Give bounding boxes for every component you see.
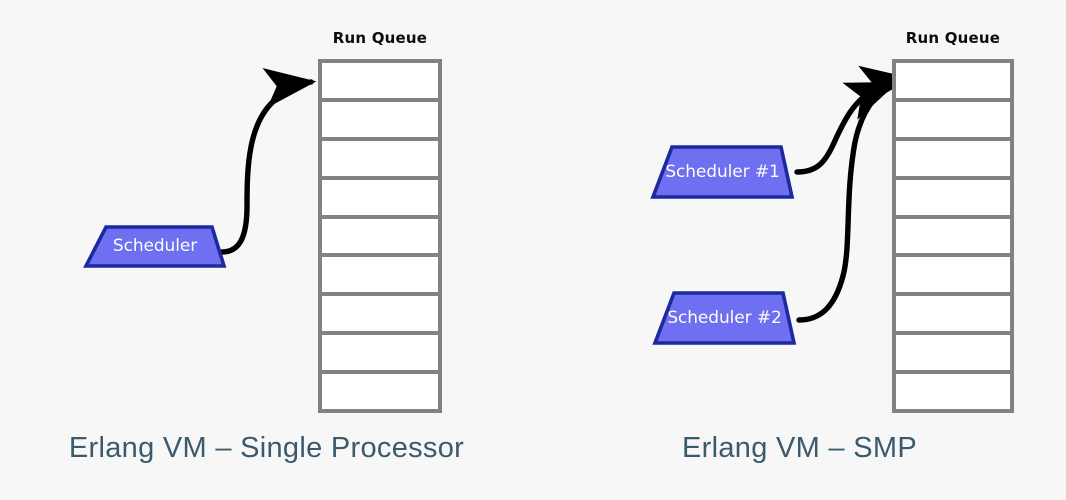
run-queue-cell xyxy=(322,63,438,98)
scheduler-node-2[interactable]: Scheduler #2 xyxy=(652,291,797,345)
run-queue-cell xyxy=(896,179,1010,215)
scheduler-label: Scheduler #1 xyxy=(665,161,780,182)
arrow-scheduler-2-to-queue xyxy=(796,81,899,323)
trapezoid-shape xyxy=(83,225,227,268)
run-queue-cell xyxy=(896,218,1010,254)
run-queue-cell xyxy=(322,257,438,293)
caption-smp: Erlang VM – SMP xyxy=(682,432,917,464)
run-queue-cell xyxy=(896,140,1010,176)
run-queue-cell xyxy=(896,63,1010,98)
scheduler-label: Scheduler xyxy=(112,236,198,256)
run-queue-cell xyxy=(322,179,438,215)
run-queue-cell xyxy=(896,257,1010,293)
run-queue-cell xyxy=(322,140,438,176)
run-queue-title: Run Queue xyxy=(905,29,1001,47)
run-queue-cell xyxy=(896,101,1010,137)
run-queue-cell xyxy=(896,296,1010,332)
run-queue-cell xyxy=(322,374,438,410)
scheduler-label: Scheduler #2 xyxy=(667,307,782,328)
trapezoid-shape xyxy=(652,291,797,345)
run-queue-right xyxy=(892,59,1014,413)
run-queue-cell xyxy=(322,101,438,137)
diagram-smp: Run Queue Scheduler #1 Scheduler #2 Erla… xyxy=(533,0,1066,500)
run-queue-cell xyxy=(322,218,438,254)
run-queue-title: Run Queue xyxy=(332,29,428,47)
diagram-single-processor: Run Queue Scheduler Erlang VM – Single P… xyxy=(68,29,465,464)
scheduler-node[interactable]: Scheduler xyxy=(83,225,227,268)
run-queue-cell xyxy=(322,335,438,371)
trapezoid-shape xyxy=(650,145,795,199)
scheduler-node-1[interactable]: Scheduler #1 xyxy=(650,145,795,199)
run-queue-cell xyxy=(896,374,1010,410)
arrow-scheduler-1-to-queue xyxy=(794,65,913,175)
run-queue-cell xyxy=(322,296,438,332)
arrow-scheduler-to-queue xyxy=(219,67,317,255)
run-queue-left xyxy=(318,59,442,413)
caption-single-processor: Erlang VM – Single Processor xyxy=(68,432,465,464)
arrow-layer-left xyxy=(219,67,317,255)
run-queue-cell xyxy=(896,335,1010,371)
